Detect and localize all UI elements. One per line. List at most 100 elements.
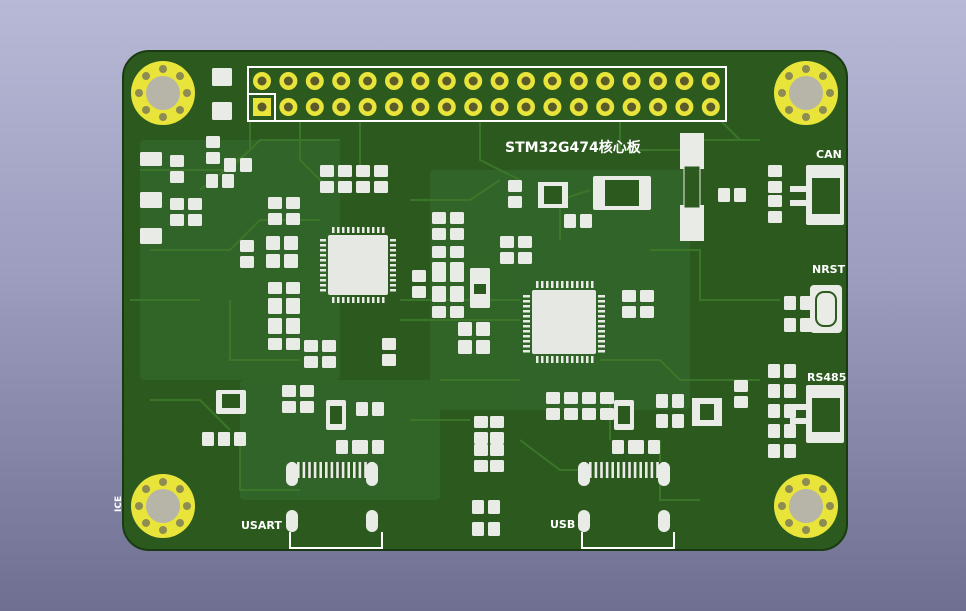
- smd-pad: [382, 354, 396, 366]
- qfn-pin: [320, 284, 326, 287]
- smd-pad: [546, 408, 560, 420]
- smd-pad: [508, 180, 522, 192]
- smd-pad: [564, 408, 578, 420]
- mcu-stm32g474[interactable]: [523, 281, 605, 363]
- smd-pad: [768, 404, 780, 418]
- smd-pad: [268, 197, 282, 209]
- mcu-pin: [586, 356, 589, 363]
- smd-pad: [206, 152, 220, 164]
- qfn-chip[interactable]: [320, 227, 396, 303]
- header-pin-hole: [627, 76, 637, 86]
- smd-pad: [518, 236, 532, 248]
- smd-pad: [356, 181, 370, 193]
- mcu-pin: [536, 281, 539, 288]
- pin-header[interactable]: [253, 72, 720, 116]
- mcu-pin: [598, 340, 605, 343]
- mcu-pin: [598, 325, 605, 328]
- smd-pad: [284, 254, 298, 268]
- usb-c-shell-pad: [286, 510, 298, 532]
- mcu-pin: [571, 356, 574, 363]
- smd-pad: [188, 214, 202, 226]
- trace: [650, 249, 780, 301]
- smd-pad: [458, 340, 472, 354]
- header-pin-hole: [442, 102, 452, 112]
- label-usb: USB: [550, 518, 575, 531]
- smd-pad: [784, 384, 796, 398]
- qfn-pin: [382, 297, 385, 303]
- mcu-pin: [556, 356, 559, 363]
- mcu-pin: [523, 315, 530, 318]
- mcu-pin: [551, 281, 554, 288]
- smd-pad: [372, 440, 384, 454]
- smd-pad: [140, 192, 162, 208]
- mcu-pin: [581, 356, 584, 363]
- smd-pad: [286, 338, 300, 350]
- soic-center: [700, 404, 714, 420]
- usb-c-contact: [310, 462, 314, 478]
- smd-pad: [546, 392, 560, 404]
- mcu-pins: [523, 281, 605, 363]
- smd-pad: [286, 282, 300, 294]
- smd-pad: [734, 396, 748, 408]
- mcu-pin: [576, 281, 579, 288]
- rs485-connector[interactable]: [790, 385, 844, 443]
- qfn-pin: [320, 279, 326, 282]
- smd-pad: [768, 195, 782, 207]
- smd-pad: [432, 270, 446, 282]
- usb-c-connector[interactable]: [578, 462, 675, 549]
- qfn-pin: [390, 279, 396, 282]
- smd-pad: [474, 416, 488, 428]
- usb-c-shell-pad: [578, 510, 590, 532]
- label-nrst: NRST: [812, 263, 846, 276]
- smd-pad: [768, 384, 780, 398]
- nrst-button[interactable]: [810, 285, 842, 333]
- usb-c-silk-outline: [581, 532, 675, 549]
- header-pin-hole: [706, 102, 716, 112]
- header-pin-hole: [283, 76, 293, 86]
- usb-c-contact: [322, 462, 325, 478]
- usb-c-contact: [647, 462, 651, 478]
- usb-c-contact: [591, 462, 595, 478]
- qfn-pin: [352, 297, 355, 303]
- mcu-pin: [523, 330, 530, 333]
- qfn-pin: [342, 227, 345, 233]
- header-pin-hole: [336, 76, 346, 86]
- usart-usb-c-connector[interactable]: [286, 462, 383, 549]
- mcu-pin: [566, 356, 569, 363]
- smd-pad: [284, 236, 298, 250]
- qfn-pin: [320, 289, 326, 292]
- mcu-pin: [598, 295, 605, 298]
- smd-pad: [600, 392, 614, 404]
- can-connector[interactable]: [790, 165, 844, 225]
- qfn-pin: [357, 297, 360, 303]
- smd-pad: [322, 340, 336, 352]
- power-inductor: [593, 133, 704, 241]
- usb-c-contact: [299, 462, 303, 478]
- smd-pad: [206, 174, 218, 188]
- trace: [659, 440, 700, 501]
- header-pin-hole: [547, 102, 557, 112]
- smd-pad: [784, 424, 796, 438]
- header-pin-hole: [310, 102, 320, 112]
- smd-pad: [476, 322, 490, 336]
- qfn-pin: [320, 249, 326, 252]
- qfn-pin: [372, 297, 375, 303]
- header-pin-hole: [547, 76, 557, 86]
- smd-pad: [768, 181, 782, 193]
- smd-pad: [476, 340, 490, 354]
- usb-c-shell-pad: [658, 462, 670, 486]
- header-pin-hole: [653, 76, 663, 86]
- smd-pad: [734, 380, 748, 392]
- smd-pad: [268, 213, 282, 225]
- mcu-pin: [523, 300, 530, 303]
- smd-pad: [322, 356, 336, 368]
- smd-pad: [768, 364, 780, 378]
- smd-pad: [768, 165, 782, 177]
- smd-pad: [382, 338, 396, 350]
- trace: [619, 120, 680, 151]
- smd-pad: [338, 165, 352, 177]
- mcu-pin: [598, 305, 605, 308]
- header-pin-hole: [679, 102, 689, 112]
- board-title: STM32G474核心板: [505, 139, 642, 156]
